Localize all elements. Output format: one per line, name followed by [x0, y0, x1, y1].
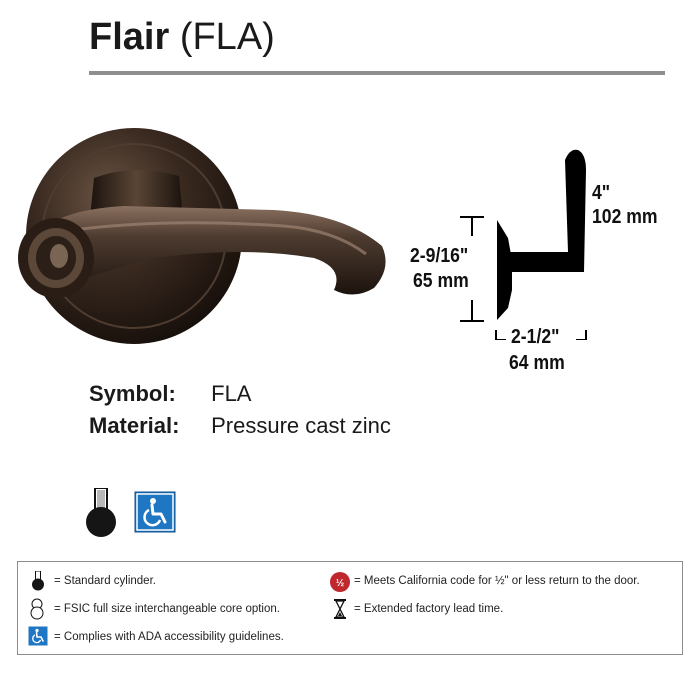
- legend-california-text: = Meets California code for ½" or less r…: [354, 575, 640, 587]
- legend-ada-text: = Complies with ADA accessibility guidel…: [54, 631, 284, 643]
- spec-symbol-row: Symbol: FLA: [89, 380, 251, 408]
- projection-mm-label: 64 mm: [509, 352, 565, 374]
- projection-in-label: 2-1/2": [511, 326, 560, 348]
- lever-product-image: [18, 128, 386, 344]
- legend-lead-time-text: = Extended factory lead time.: [354, 603, 504, 615]
- rose-mm-label: 65 mm: [413, 270, 469, 292]
- symbol-value: FLA: [211, 381, 252, 406]
- spec-material-row: Material: Pressure cast zinc: [89, 412, 391, 440]
- rose-in-label: 2-9/16": [410, 245, 469, 267]
- height-mm-label: 102 mm: [592, 206, 658, 228]
- material-label: Material:: [89, 413, 180, 438]
- product-code: (FLA): [179, 16, 275, 58]
- legend-ada-icon: [28, 626, 48, 646]
- legend-california-icon: ½: [330, 572, 350, 592]
- symbol-label: Symbol:: [89, 381, 176, 406]
- hourglass-icon: [334, 599, 346, 619]
- ada-accessibility-icon: [134, 491, 176, 533]
- material-value: Pressure cast zinc: [211, 413, 391, 438]
- standard-cylinder-icon: [86, 488, 116, 537]
- legend-fsic-icon: [30, 598, 44, 620]
- svg-text:½: ½: [336, 578, 344, 589]
- height-in-label: 4": [592, 182, 611, 204]
- legend-standard-cylinder-icon: [32, 571, 44, 591]
- legend-box: = Standard cylinder. = FSIC full size in…: [17, 561, 683, 655]
- page-title: Flair (FLA): [89, 14, 275, 60]
- legend-standard-cylinder-text: = Standard cylinder.: [54, 575, 156, 587]
- lever-profile-drawing: [460, 149, 587, 340]
- legend-fsic-text: = FSIC full size interchangeable core op…: [54, 603, 280, 615]
- title-divider: [89, 71, 665, 75]
- product-name: Flair: [89, 16, 170, 58]
